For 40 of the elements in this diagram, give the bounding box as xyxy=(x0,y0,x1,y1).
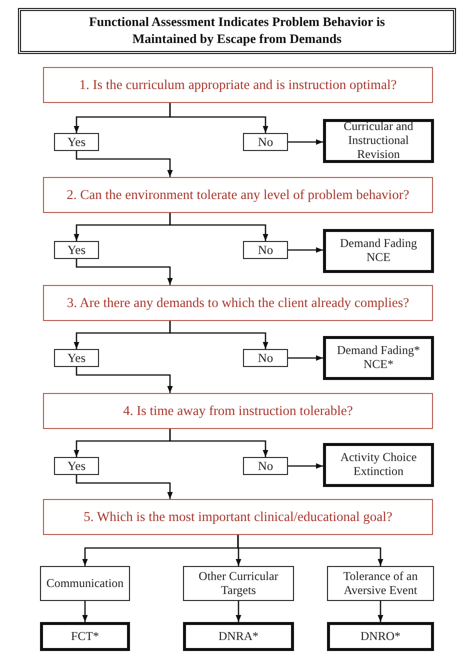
arrow xyxy=(76,475,173,499)
arrow xyxy=(237,535,384,566)
question-box: 4. Is time away from instruction tolerable? xyxy=(43,393,433,429)
arrow xyxy=(288,139,323,145)
question-box: 3. Are there any demands to which the client already complies? xyxy=(43,285,433,321)
answer-box: Yes xyxy=(54,241,99,259)
arrow xyxy=(236,601,242,622)
question-box: 1. Is the curriculum appropriate and is instruction optimal? xyxy=(43,67,433,103)
answer-box: Yes xyxy=(54,133,99,151)
arrow xyxy=(76,151,173,177)
answer-box: Yes xyxy=(54,349,99,367)
answer-box: No xyxy=(243,349,288,367)
goal-box: Communication xyxy=(40,566,130,601)
answer-box: Yes xyxy=(54,457,99,475)
question-box: 5. Which is the most important clinical/educational goal? xyxy=(43,499,433,535)
question-box: 2. Can the environment tolerate any level of problem behavior? xyxy=(43,177,433,213)
arrow xyxy=(288,355,323,361)
intervention-box: Curricular and Instructional Revision xyxy=(323,119,434,163)
intervention-box: DNRO* xyxy=(327,622,434,651)
intervention-box: Activity Choice Extinction xyxy=(323,443,434,487)
arrow xyxy=(76,259,173,285)
arrow xyxy=(82,601,88,622)
arrow xyxy=(169,429,268,457)
arrow xyxy=(378,601,384,622)
arrow xyxy=(169,103,268,133)
intervention-box: DNRA* xyxy=(183,622,294,651)
intervention-box: Demand Fading NCE xyxy=(323,229,434,273)
answer-box: No xyxy=(243,241,288,259)
arrow xyxy=(76,367,173,393)
arrow xyxy=(169,321,268,349)
arrow xyxy=(288,247,323,253)
goal-box: Tolerance of an Aversive Event xyxy=(327,566,434,601)
answer-box: No xyxy=(243,457,288,475)
arrow xyxy=(169,213,268,241)
arrow xyxy=(288,463,323,469)
intervention-box: Demand Fading* NCE* xyxy=(323,336,434,380)
goal-box: Other Curricular Targets xyxy=(183,566,294,601)
answer-box: No xyxy=(243,133,288,151)
intervention-box: FCT* xyxy=(40,622,130,651)
title: Functional Assessment Indicates Problem Behavior is Maintained by Escape from Demands xyxy=(18,8,456,54)
